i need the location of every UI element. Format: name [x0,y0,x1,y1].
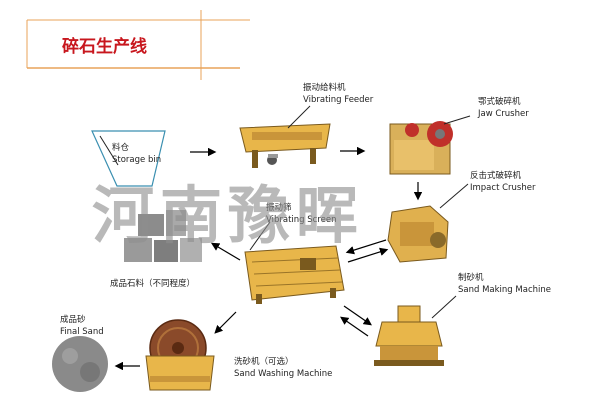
label-impact-crusher-en: Impact Crusher [470,183,536,193]
label-sand-washing-en: Sand Washing Machine [234,369,333,379]
label-vibrating-feeder-cn: 振动给料机 [303,83,346,93]
vibrating-feeder-icon [239,105,331,168]
sand-making-machine-icon [374,295,457,366]
label-finished-stone-cn: 成品石料（不同程度） [110,279,196,289]
label-storage-bin: 料仓 Storage bin [112,142,161,166]
label-vibrating-screen: 振动筛 Vibrating Screen [266,202,337,226]
label-sand-washing: 洗砂机（可选） Sand Washing Machine [234,356,332,380]
vibrating-screen-icon [244,221,345,304]
arrow-screen-to-sandmaker [343,305,372,326]
storage-bin-icon [91,130,166,187]
label-impact-crusher: 反击式破碎机 Impact Crusher [470,170,535,194]
label-storage-bin-en: Storage bin [112,155,162,165]
label-sand-making: 制砂机 Sand Making Machine [458,272,551,296]
impact-crusher-icon [387,183,469,263]
label-final-sand: 成品砂 Final Sand [60,314,104,338]
label-vibrating-feeder: 振动给料机 Vibrating Feeder [303,82,373,106]
label-sand-washing-cn: 洗砂机（可选） [234,357,294,367]
arrow-sandmaker-to-screen [340,316,369,337]
label-final-sand-cn: 成品砂 [60,315,86,325]
arrow-screen-to-stone [210,242,241,261]
label-jaw-crusher: 鄂式破碎机 Jaw Crusher [478,96,529,120]
label-storage-bin-cn: 料仓 [112,143,130,153]
final-sand-sample-icon [52,336,108,392]
label-sand-making-en: Sand Making Machine [458,285,551,295]
sand-washing-machine-icon [145,319,215,391]
arrow-screen-to-washer [214,311,237,334]
header-rule [26,10,250,80]
label-sand-making-cn: 制砂机 [458,273,484,283]
label-vibrating-screen-en: Vibrating Screen [266,215,337,225]
label-vibrating-screen-cn: 振动筛 [266,203,292,213]
label-vibrating-feeder-en: Vibrating Feeder [303,95,374,105]
label-final-sand-en: Final Sand [60,327,104,337]
label-finished-stone: 成品石料（不同程度） [110,278,195,290]
flow-arrows [114,146,423,371]
arrow-screen-to-impact [347,247,389,263]
arrow-impact-to-screen [345,239,387,255]
label-jaw-crusher-cn: 鄂式破碎机 [478,97,521,107]
watermark-text: 河南豫晖 [92,179,365,252]
page-title: 碎石生产线 [62,37,147,57]
label-impact-crusher-cn: 反击式破碎机 [470,171,522,181]
label-jaw-crusher-en: Jaw Crusher [478,109,529,119]
jaw-crusher-icon [389,115,471,175]
finished-stone-samples-icon [124,210,202,262]
